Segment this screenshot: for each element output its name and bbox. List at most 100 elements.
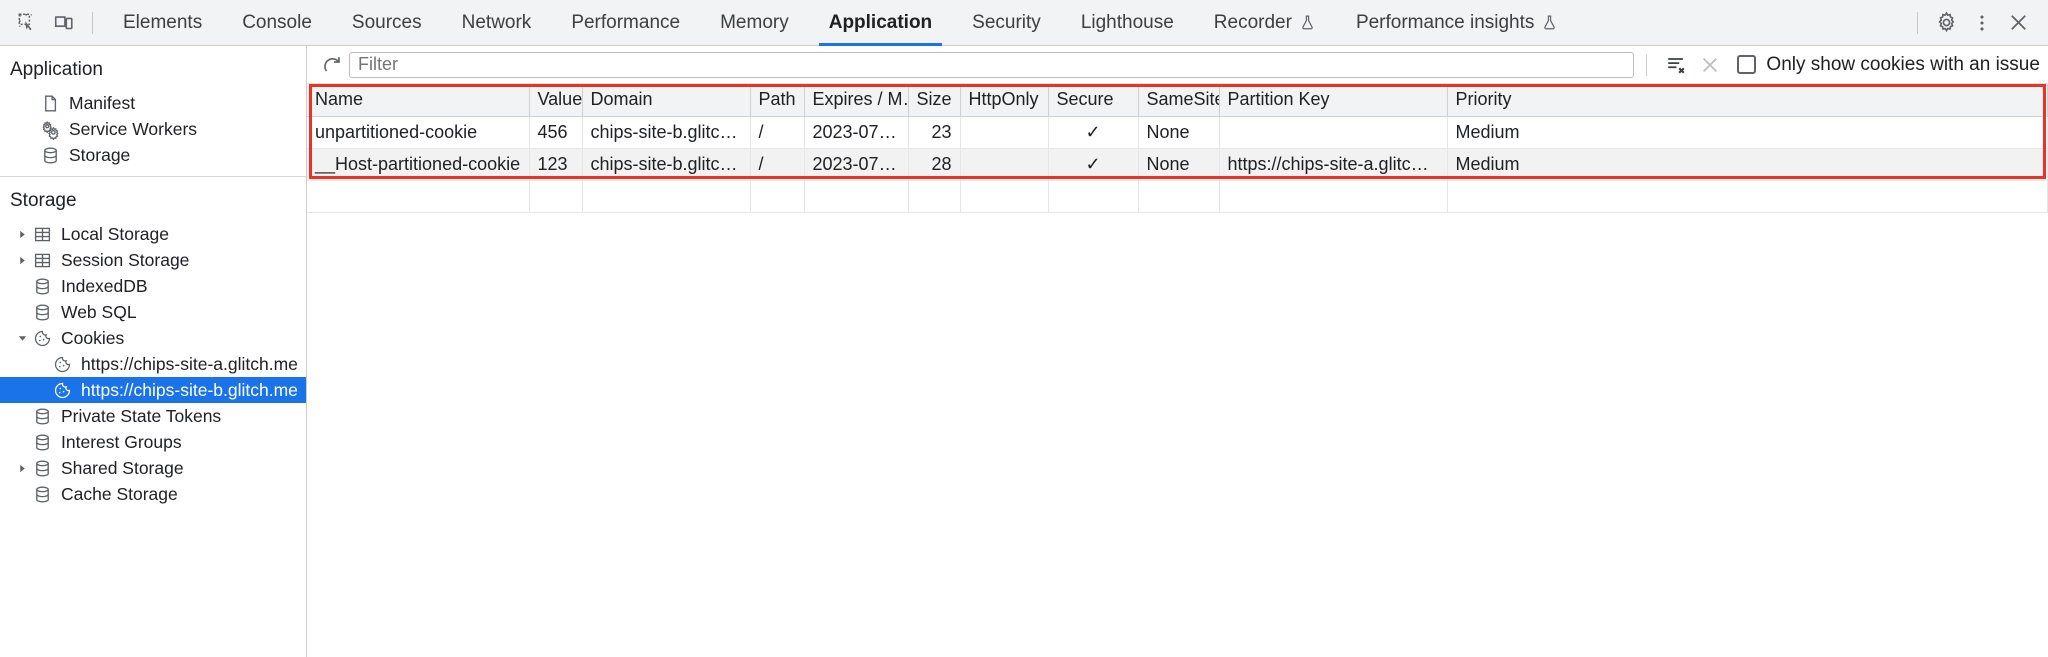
tab-memory[interactable]: Memory xyxy=(700,0,809,46)
sidebar-item-service-workers[interactable]: Service Workers xyxy=(0,116,306,142)
sidebar-item-cache-storage[interactable]: Cache Storage xyxy=(0,481,306,507)
filler-cell xyxy=(1447,180,2048,213)
column-header-domain[interactable]: Domain xyxy=(582,84,751,117)
cell-value: 456 xyxy=(529,116,583,149)
sidebar-item-label: Cookies xyxy=(61,327,125,348)
table-empty-filler xyxy=(307,180,2048,213)
filler-cell xyxy=(908,180,961,213)
cell-size: 28 xyxy=(908,148,961,181)
tab-label: Network xyxy=(461,11,532,33)
chevron-down-icon[interactable] xyxy=(14,325,30,351)
kebab-menu-icon[interactable] xyxy=(1964,6,2000,40)
devtools-body: Application Manifest xyxy=(0,46,2048,657)
cookies-filter-toolbar: Only show cookies with an issue xyxy=(307,46,2048,84)
gears-icon xyxy=(38,116,62,142)
sidebar-item-manifest[interactable]: Manifest xyxy=(0,90,306,116)
document-icon xyxy=(38,90,62,116)
column-header-partition-key[interactable]: Partition Key xyxy=(1219,84,1448,117)
inspect-element-icon[interactable] xyxy=(10,6,46,40)
refresh-icon[interactable] xyxy=(315,50,349,80)
column-header-priority[interactable]: Priority xyxy=(1447,84,2048,117)
column-header-name[interactable]: Name xyxy=(307,84,530,117)
tab-elements[interactable]: Elements xyxy=(103,0,222,46)
cell-domain: chips-site-b.glitch.me xyxy=(582,116,751,149)
table-grid-icon xyxy=(30,221,54,247)
checkbox-box[interactable] xyxy=(1737,55,1757,74)
sidebar-item-cookie-origin-a[interactable]: https://chips-site-a.glitch.me xyxy=(0,351,306,377)
sidebar-item-label: Manifest xyxy=(69,92,136,113)
cookie-icon xyxy=(50,377,74,403)
sidebar-item-web-sql[interactable]: Web SQL xyxy=(0,299,306,325)
sidebar-item-shared-storage[interactable]: Shared Storage xyxy=(0,455,306,481)
chevron-right-icon[interactable] xyxy=(14,455,30,481)
column-header-size[interactable]: Size xyxy=(908,84,961,117)
tab-performance-insights[interactable]: Performance insights xyxy=(1336,0,1578,46)
sidebar-item-label: Shared Storage xyxy=(61,457,184,478)
tab-performance[interactable]: Performance xyxy=(551,0,700,46)
filler-cell xyxy=(750,180,805,213)
delete-selected-icon[interactable] xyxy=(1693,50,1727,80)
only-show-issues-checkbox[interactable]: Only show cookies with an issue xyxy=(1737,54,2040,76)
chevron-right-icon[interactable] xyxy=(14,247,30,273)
gear-icon[interactable] xyxy=(1928,6,1964,40)
cookies-table-container: Name Value Domain Path Expires / M… Size… xyxy=(307,84,2048,657)
tab-security[interactable]: Security xyxy=(952,0,1061,46)
tab-console[interactable]: Console xyxy=(222,0,332,46)
cookies-table: Name Value Domain Path Expires / M… Size… xyxy=(307,84,2048,213)
filler-cell xyxy=(804,180,909,213)
tab-label: Performance insights xyxy=(1355,11,1535,33)
storage-section-title: Storage xyxy=(10,190,77,211)
cell-domain: chips-site-b.glitch.me xyxy=(582,148,751,181)
tab-label: Security xyxy=(972,11,1041,33)
column-header-expires[interactable]: Expires / M… xyxy=(804,84,909,117)
cell-partition-key xyxy=(1219,116,1448,149)
application-section: Application Manifest xyxy=(0,46,306,177)
table-row[interactable]: __Host-partitioned-cookie 123 chips-site… xyxy=(307,148,2048,181)
tab-recorder[interactable]: Recorder xyxy=(1194,0,1336,46)
sidebar-item-cookies[interactable]: Cookies xyxy=(0,325,306,351)
tab-network[interactable]: Network xyxy=(442,0,552,46)
tab-sources[interactable]: Sources xyxy=(332,0,442,46)
filter-input[interactable] xyxy=(349,51,1635,78)
close-icon[interactable] xyxy=(2000,6,2036,40)
sidebar-item-local-storage[interactable]: Local Storage xyxy=(0,221,306,247)
column-header-value[interactable]: Value xyxy=(529,84,583,117)
filler-cell xyxy=(1048,180,1139,213)
clear-all-cookies-icon[interactable] xyxy=(1659,50,1693,80)
sidebar-item-label: Web SQL xyxy=(61,301,137,322)
chevron-right-icon[interactable] xyxy=(14,221,30,247)
tab-lighthouse[interactable]: Lighthouse xyxy=(1061,0,1194,46)
filler-cell xyxy=(529,180,583,213)
storage-section: Storage Local Storage xyxy=(0,177,306,507)
toolbar-divider xyxy=(92,11,93,34)
application-section-title: Application xyxy=(10,59,103,80)
device-toolbar-icon[interactable] xyxy=(46,6,82,40)
devtools-toolbar: Elements Console Sources Network Perform… xyxy=(0,0,2048,46)
cell-priority: Medium xyxy=(1447,116,2048,149)
tab-application[interactable]: Application xyxy=(809,0,952,46)
column-header-secure[interactable]: Secure xyxy=(1048,84,1139,117)
column-header-path[interactable]: Path xyxy=(750,84,805,117)
table-row[interactable]: unpartitioned-cookie 456 chips-site-b.gl… xyxy=(307,116,2048,149)
tab-label: Recorder xyxy=(1213,11,1292,33)
sidebar-item-label: Session Storage xyxy=(61,249,190,270)
cell-samesite: None xyxy=(1138,148,1220,181)
filler-cell xyxy=(307,180,530,213)
column-header-samesite[interactable]: SameSite xyxy=(1138,84,1220,117)
sidebar-item-storage[interactable]: Storage xyxy=(0,142,306,168)
sidebar-item-indexeddb[interactable]: IndexedDB xyxy=(0,273,306,299)
sidebar-item-label: https://chips-site-a.glitch.me xyxy=(81,353,298,374)
sidebar-item-label: Interest Groups xyxy=(61,431,182,452)
cell-path: / xyxy=(750,116,805,149)
column-header-httponly[interactable]: HttpOnly xyxy=(960,84,1049,117)
database-icon xyxy=(30,403,54,429)
table-grid-icon xyxy=(30,247,54,273)
table-header-row: Name Value Domain Path Expires / M… Size… xyxy=(307,84,2048,117)
sidebar-item-label: Service Workers xyxy=(69,118,198,139)
sidebar-item-session-storage[interactable]: Session Storage xyxy=(0,247,306,273)
sidebar-item-private-state-tokens[interactable]: Private State Tokens xyxy=(0,403,306,429)
sidebar-item-cookie-origin-b[interactable]: https://chips-site-b.glitch.me xyxy=(0,377,306,403)
cell-size: 23 xyxy=(908,116,961,149)
sidebar-item-interest-groups[interactable]: Interest Groups xyxy=(0,429,306,455)
